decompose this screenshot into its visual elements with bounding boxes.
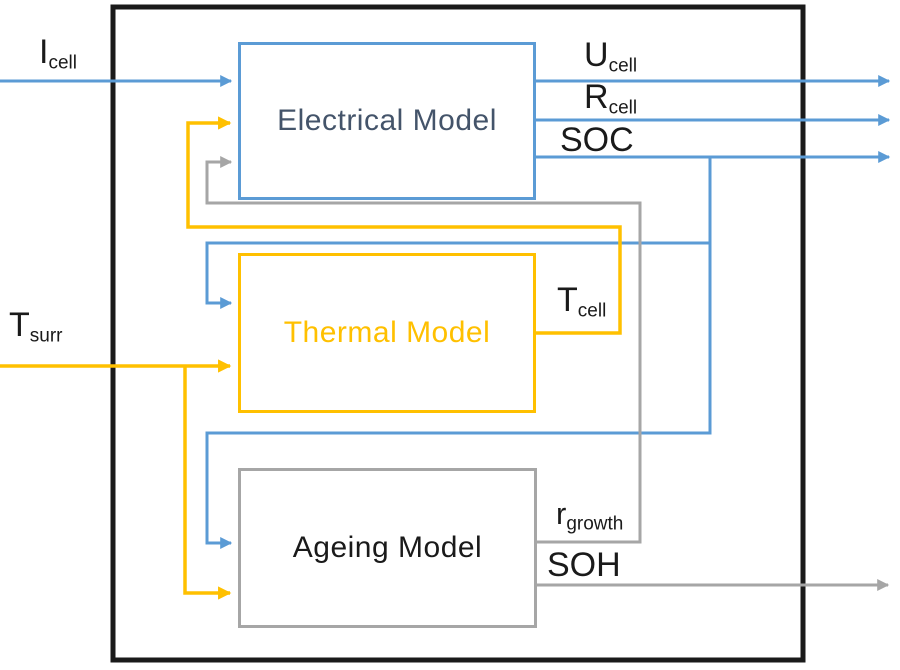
- t-cell-feedback-line: [186, 116, 622, 335]
- electrical-model-block: Electrical Model: [238, 42, 536, 200]
- soc-to-ageing-feedback-line: [205, 158, 712, 549]
- soc-to-thermal-feedback-line: [205, 241, 710, 309]
- electrical-model-label: Electrical Model: [277, 104, 497, 137]
- label-r-cell: Rcell: [584, 78, 638, 119]
- label-t-surr: Tsurr: [9, 306, 63, 347]
- system-boundary-box: [110, 4, 806, 663]
- ageing-model-block: Ageing Model: [238, 468, 537, 628]
- label-u-cell: Ucell: [584, 36, 638, 77]
- ageing-model-label: Ageing Model: [292, 531, 483, 564]
- t-surr-to-ageing-line: [183, 366, 232, 600]
- label-soh: SOH: [547, 546, 621, 584]
- thermal-model-block: Thermal Model: [238, 253, 536, 413]
- label-soc: SOC: [560, 121, 634, 159]
- thermal-model-label: Thermal Model: [283, 316, 491, 349]
- label-t-cell: Tcell: [557, 281, 607, 322]
- label-i-cell: Icell: [39, 33, 77, 74]
- r-growth-feedback-line: [205, 156, 642, 544]
- label-r-growth: rgrowth: [556, 496, 624, 535]
